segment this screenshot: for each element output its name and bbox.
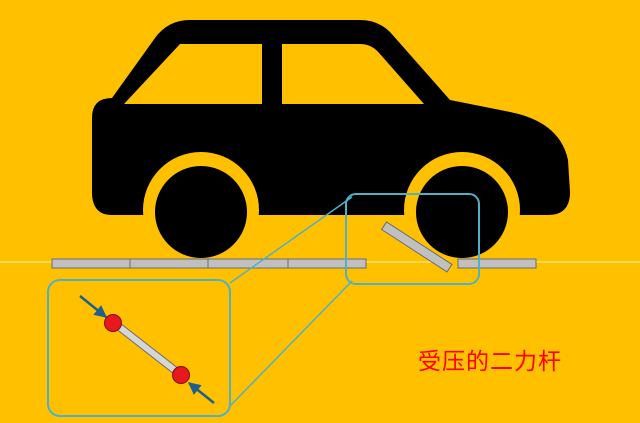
callout-detail-frame — [47, 279, 231, 417]
road-slab — [129, 258, 209, 269]
front-wheel — [155, 166, 247, 258]
road-slab — [457, 258, 537, 269]
two-force-member — [79, 295, 215, 404]
road-slab — [287, 258, 367, 269]
car-front-window — [124, 44, 262, 104]
road-slabs — [51, 221, 537, 273]
car-icon — [92, 20, 570, 268]
callout-source-frame — [345, 193, 480, 285]
car-rear-window — [282, 44, 424, 104]
force-arrow-top — [79, 295, 107, 318]
caption-label: 受压的二力杆 — [418, 349, 562, 375]
rear-wheel — [416, 166, 508, 258]
member-rod-highlight — [111, 319, 183, 378]
tilted-slab — [380, 221, 453, 273]
callout-connector — [229, 280, 353, 407]
joint-bottom — [172, 366, 190, 384]
force-arrow-bottom — [188, 382, 215, 404]
callout-connector — [229, 196, 353, 284]
joint-top — [104, 314, 122, 332]
road-slab — [51, 258, 131, 269]
road-slab — [207, 258, 289, 269]
